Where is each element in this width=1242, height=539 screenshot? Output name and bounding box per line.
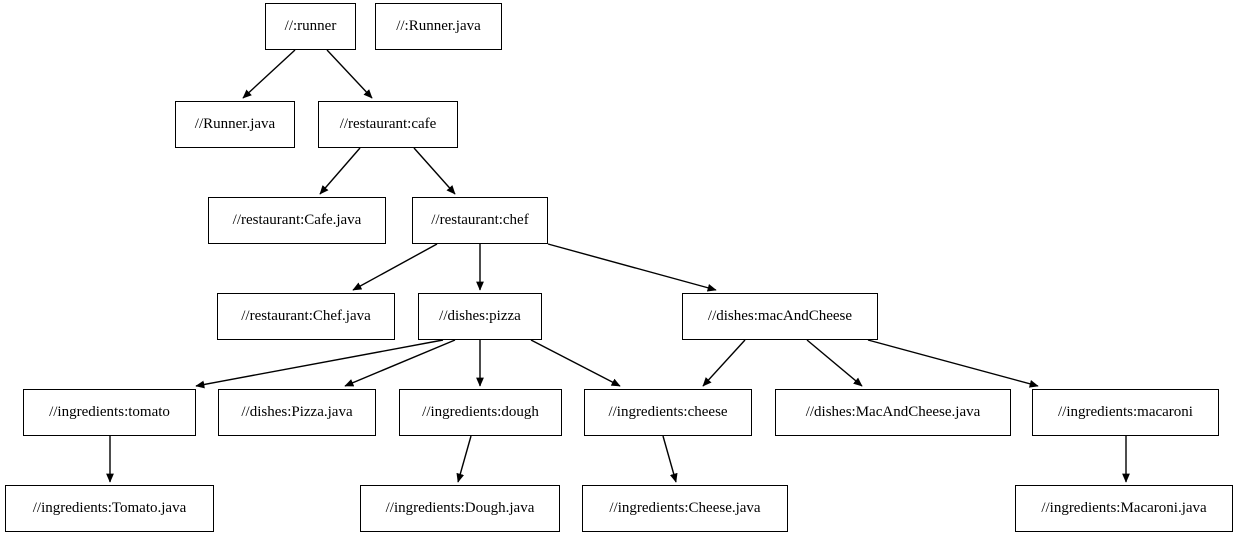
graph-node-tomato[interactable]: //ingredients:tomato — [23, 389, 196, 436]
graph-node-label: //restaurant:Chef.java — [241, 308, 371, 324]
graph-node-label: //dishes:Pizza.java — [241, 404, 353, 420]
graph-node-tomato_java[interactable]: //ingredients:Tomato.java — [5, 485, 214, 532]
graph-node-runner_java_root[interactable]: //:Runner.java — [375, 3, 502, 50]
graph-node-macandcheese[interactable]: //dishes:macAndCheese — [682, 293, 878, 340]
graph-node-macaroni[interactable]: //ingredients:macaroni — [1032, 389, 1219, 436]
graph-node-cafe_java[interactable]: //restaurant:Cafe.java — [208, 197, 386, 244]
graph-node-label: //:Runner.java — [396, 18, 481, 34]
graph-node-label: //:runner — [284, 18, 337, 34]
graph-node-label: //ingredients:tomato — [49, 404, 170, 420]
graph-node-label: //ingredients:Dough.java — [385, 500, 535, 516]
graph-node-chef[interactable]: //restaurant:chef — [412, 197, 548, 244]
graph-node-label: //ingredients:dough — [422, 404, 539, 420]
graph-node-runner[interactable]: //:runner — [265, 3, 356, 50]
graph-node-label: //ingredients:Macaroni.java — [1041, 500, 1207, 516]
graph-node-macandcheese_java[interactable]: //dishes:MacAndCheese.java — [775, 389, 1011, 436]
graph-node-label: //ingredients:Cheese.java — [609, 500, 761, 516]
graph-node-cheese[interactable]: //ingredients:cheese — [584, 389, 752, 436]
graph-node-label: //Runner.java — [194, 116, 276, 132]
graph-node-label: //ingredients:cheese — [608, 404, 728, 420]
graph-node-chef_java[interactable]: //restaurant:Chef.java — [217, 293, 395, 340]
graph-node-cheese_java[interactable]: //ingredients:Cheese.java — [582, 485, 788, 532]
graph-node-label: //restaurant:chef — [431, 212, 529, 228]
graph-node-cafe[interactable]: //restaurant:cafe — [318, 101, 458, 148]
graph-node-runner_java[interactable]: //Runner.java — [175, 101, 295, 148]
graph-node-label: //dishes:pizza — [439, 308, 521, 324]
graph-node-label: //dishes:macAndCheese — [707, 308, 853, 324]
graph-node-label: //restaurant:Cafe.java — [232, 212, 362, 228]
graph-node-label: //dishes:MacAndCheese.java — [805, 404, 981, 420]
graph-node-pizza_java[interactable]: //dishes:Pizza.java — [218, 389, 376, 436]
graph-node-macaroni_java[interactable]: //ingredients:Macaroni.java — [1015, 485, 1233, 532]
graph-node-pizza[interactable]: //dishes:pizza — [418, 293, 542, 340]
graph-node-label: //restaurant:cafe — [339, 116, 437, 132]
graph-node-label: //ingredients:Tomato.java — [32, 500, 187, 516]
graph-node-label: //ingredients:macaroni — [1058, 404, 1193, 420]
graph-node-dough_java[interactable]: //ingredients:Dough.java — [360, 485, 560, 532]
graph-node-dough[interactable]: //ingredients:dough — [399, 389, 562, 436]
